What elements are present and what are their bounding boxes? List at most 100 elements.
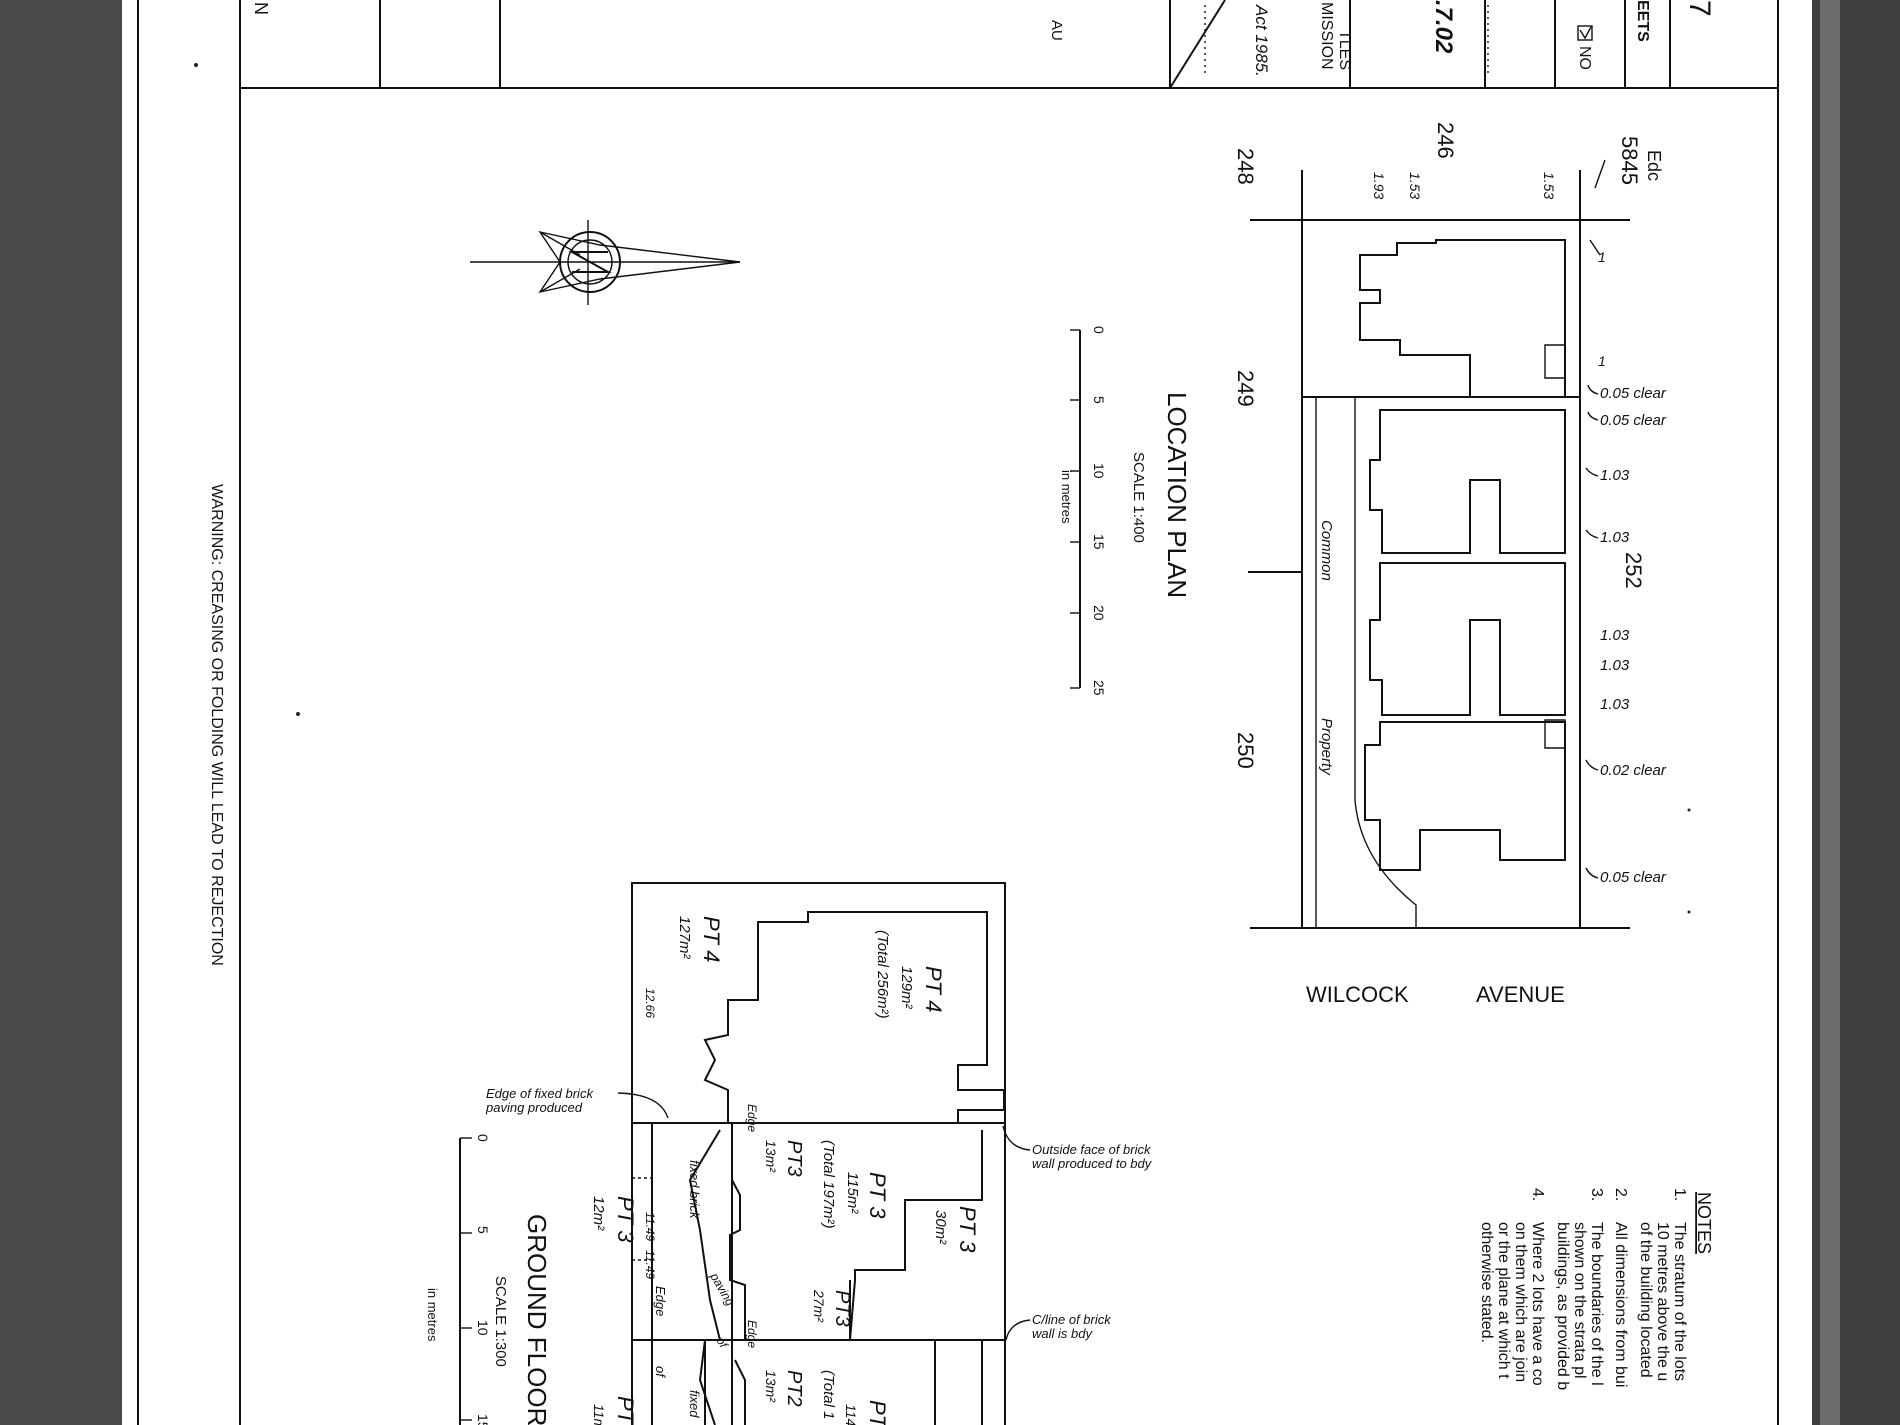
fixed-label: fixed [687, 1390, 702, 1418]
note-4-line: on them which are join [1512, 1222, 1529, 1382]
scan-speck [296, 712, 300, 716]
pt2-area: 114m [843, 1404, 859, 1425]
scan-speck [1687, 910, 1691, 914]
dim-label: 0.05 clear [1600, 869, 1667, 886]
ground-floor-scale: SCALE 1:300 [492, 1276, 509, 1367]
edge-label: Edge [745, 1104, 759, 1132]
location-site-outline [1248, 159, 1630, 929]
dim-label: 1.03 [1600, 696, 1630, 713]
note-4-line: Where 2 lots have a co [1529, 1222, 1546, 1386]
gf-scale-units: in metres [425, 1288, 440, 1342]
pt4-outline [703, 911, 1005, 1124]
note-4-number: 4. [1529, 1188, 1546, 1201]
of-label: of [713, 1335, 731, 1352]
loc-scale-tick: 5 [1091, 396, 1107, 404]
dim-1149: 11.49 [643, 1212, 657, 1241]
unit-1-footprint [1364, 721, 1566, 871]
pt4-courtyard-area: 127m² [676, 916, 693, 960]
loc-scale-tick: 25 [1091, 680, 1107, 696]
note-3-line: The boundaries of the l [1588, 1222, 1605, 1386]
pt4-area: 129m² [898, 966, 915, 1010]
fixed-brick-label: fixed brick [687, 1160, 702, 1220]
dim-1266: 12.66 [643, 988, 657, 1018]
gf-scale-tick: 15 [475, 1414, 491, 1425]
pt3-wall [849, 1130, 983, 1341]
lot-248: 248 [1233, 148, 1258, 185]
location-plan-labels: 248 246 249 250 252 5845 Edc Common Prop… [1233, 122, 1667, 1007]
street-wilcock: WILCOCK [1306, 982, 1409, 1007]
plan-reference: 5845 [1617, 136, 1642, 185]
dim-label: 1.03 [1600, 627, 1630, 644]
pt3-yard-area: 13m² [763, 1140, 779, 1173]
lot-250: 250 [1233, 732, 1258, 769]
lot-252: 252 [1621, 552, 1646, 589]
note-cline-line2: wall is bdy [1032, 1326, 1093, 1341]
note-1-number: 1. [1671, 1188, 1688, 1201]
title-no: NO [1576, 46, 1593, 70]
pt3-court-label: PT3 [831, 1290, 853, 1327]
pt3-store-label: PT 3 [955, 1206, 980, 1253]
loc-scale-units: in metres [1059, 470, 1074, 524]
title-au: AU [1048, 20, 1065, 41]
title-sheet-number: 7 [1683, 0, 1716, 17]
note-4-line: or the plane at which t [1495, 1222, 1512, 1379]
location-scale-bar: 0 5 10 15 20 25 in metres [1059, 326, 1107, 696]
pt3-yard-label: PT3 [783, 1140, 805, 1177]
gf-scale-tick: 5 [475, 1226, 491, 1234]
title-date: .7.02 [1430, 0, 1457, 54]
dim-label: 1.53 [1541, 172, 1557, 199]
dim-label: 1.03 [1600, 657, 1630, 674]
warning-text: WARNING: CREASING OR FOLDING WILL LEAD T… [208, 484, 225, 966]
pt-fragment-area: 11m [591, 1404, 607, 1425]
dim-label: 0.02 clear [1600, 762, 1667, 779]
dim-1149: 11.49 [643, 1250, 657, 1279]
note-1-line: The stratum of the lots [1671, 1222, 1688, 1381]
pt2-yard-area: 13m² [763, 1370, 779, 1403]
property-label: Property [1318, 718, 1335, 776]
dim-label: 1 [1598, 353, 1606, 369]
dim-label: 1.03 [1600, 529, 1630, 546]
common-label: Common [1318, 520, 1335, 581]
note-3-line: buildings, as provided b [1554, 1222, 1571, 1390]
edge-label: Edge [653, 1286, 668, 1316]
lot-246: 246 [1433, 122, 1458, 159]
note-1-line: of the building located [1637, 1222, 1654, 1378]
unit-3-footprint [1369, 409, 1566, 554]
note-edge-line1: Edge of fixed brick [486, 1086, 594, 1101]
loc-scale-tick: 15 [1091, 534, 1107, 550]
title-sheets: EETS [1634, 0, 1651, 42]
dim-label: 0.05 clear [1600, 385, 1667, 402]
note-2-number: 2. [1612, 1188, 1629, 1201]
title-block: N AU Act 1985. MISSION TLES .7.02 NO EET… [251, 0, 1716, 89]
ground-floor-title: GROUND FLOOR [522, 1214, 552, 1425]
note-cline-line1: C/line of brick [1032, 1312, 1112, 1327]
location-plan-scale: SCALE 1:400 [1130, 452, 1147, 543]
no-checkbox [1577, 25, 1593, 41]
lot-249: 249 [1233, 370, 1258, 407]
unit-2-footprint [1369, 562, 1566, 716]
left-scan-border [0, 0, 122, 1425]
ground-floor-scale-bar: 0 5 10 15 in metres [425, 1134, 491, 1425]
gf-scale-tick: 0 [475, 1134, 491, 1142]
unit-4-footprint [1359, 239, 1566, 398]
north-arrow-icon [470, 220, 741, 305]
loc-scale-tick: 20 [1091, 605, 1107, 621]
title-act: Act 1985. [1252, 4, 1271, 77]
pt3-court-area: 27m² [811, 1289, 827, 1323]
note-3-line: shown on the strata pl [1571, 1222, 1588, 1379]
pt4-courtyard-label: PT 4 [699, 916, 724, 962]
note-outside-line2: wall produced to bdy [1032, 1156, 1153, 1171]
pt3-area: 115m² [844, 1172, 861, 1214]
loc-scale-tick: 0 [1091, 326, 1107, 334]
gf-scale-tick: 10 [475, 1320, 491, 1336]
pt3-label: PT 3 [865, 1172, 890, 1219]
ground-floor-plan [631, 882, 1006, 1425]
loc-scale-tick: 10 [1091, 463, 1107, 479]
pt3-total: (Total 197m²) [820, 1140, 837, 1229]
pt4-total: (Total 256m²) [874, 930, 891, 1019]
note-2-line: All dimensions from bui [1612, 1222, 1629, 1387]
dim-label: 1.93 [1371, 172, 1387, 199]
pt3-front-area: 12m² [590, 1196, 607, 1231]
